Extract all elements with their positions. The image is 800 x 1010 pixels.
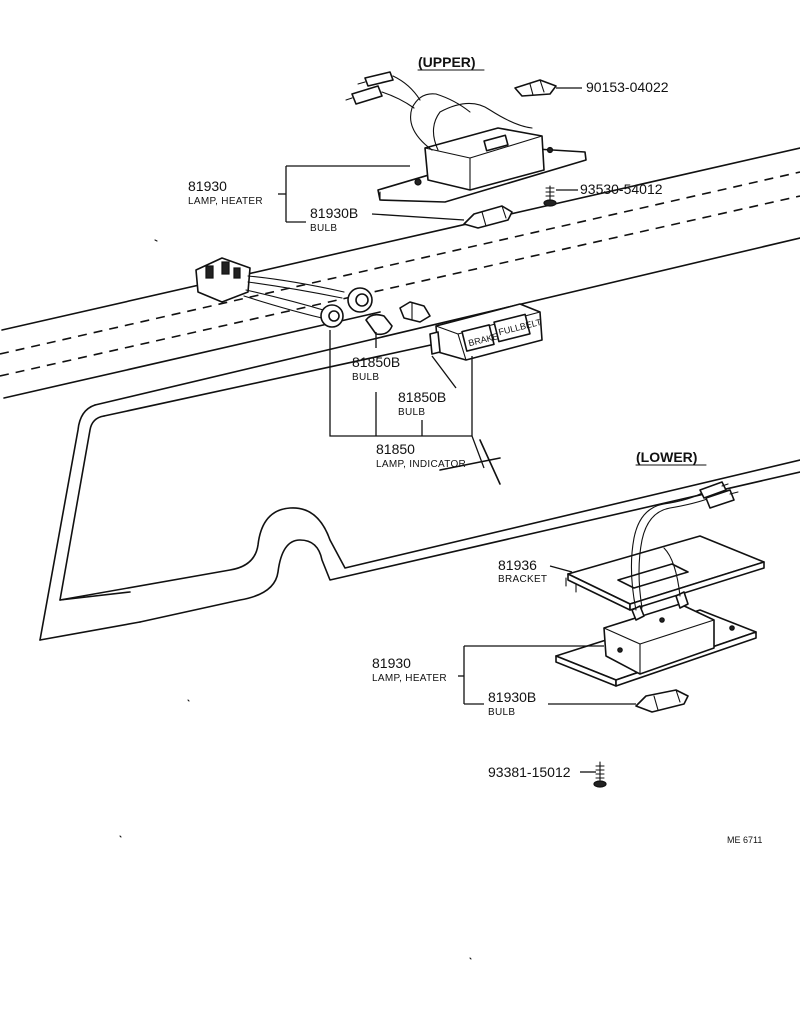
part-name-81850: LAMP, INDICATOR [376,459,466,470]
screw-93381 [593,761,607,788]
part-number-81930b-lower: 81930B [488,689,536,705]
part-name-81850b-2: BULB [398,407,425,418]
heading-upper: (UPPER) [418,54,476,70]
heading-lower: (LOWER) [636,449,697,465]
clip-90153 [514,79,557,97]
part-number-90153: 90153-04022 [586,79,669,95]
part-number-93381: 93381-15012 [488,764,571,780]
diagram-code: ME 6711 [727,835,762,845]
part-number-81930-upper: 81930 [188,178,227,194]
part-name-81850b-1: BULB [352,372,379,383]
screw-93530 [543,185,557,207]
label-heading-lower: (LOWER) [635,449,707,466]
indicator-wiring-harness [195,257,431,336]
part-number-93530: 93530-54012 [580,181,663,197]
part-number-81936: 81936 [498,557,537,573]
part-number-81850b-1: 81850B [352,354,400,370]
part-number-81930-lower: 81930 [372,655,411,671]
part-name-81930b-upper: BULB [310,223,337,234]
upper-heater-lamp-assembly [345,71,587,203]
part-name-81930b-lower: BULB [488,707,515,718]
label-heading-upper: (UPPER) [417,54,485,71]
part-number-81850: 81850 [376,441,415,457]
bulb-81930b-upper-shape [463,205,513,229]
leader-lines [278,87,636,773]
part-name-81930-upper: LAMP, HEATER [188,196,263,207]
part-name-81936: BRACKET [498,574,547,585]
bulb-81930b-lower-shape [635,689,689,713]
body-panel-outline [0,147,800,960]
part-number-81930b-upper: 81930B [310,205,358,221]
lower-bracket [565,535,765,611]
part-name-81930-lower: LAMP, HEATER [372,673,447,684]
part-number-81850b-2: 81850B [398,389,446,405]
lower-heater-lamp [555,481,757,687]
indicator-lamp-housing: BRAKE FULLBELT [429,303,543,361]
